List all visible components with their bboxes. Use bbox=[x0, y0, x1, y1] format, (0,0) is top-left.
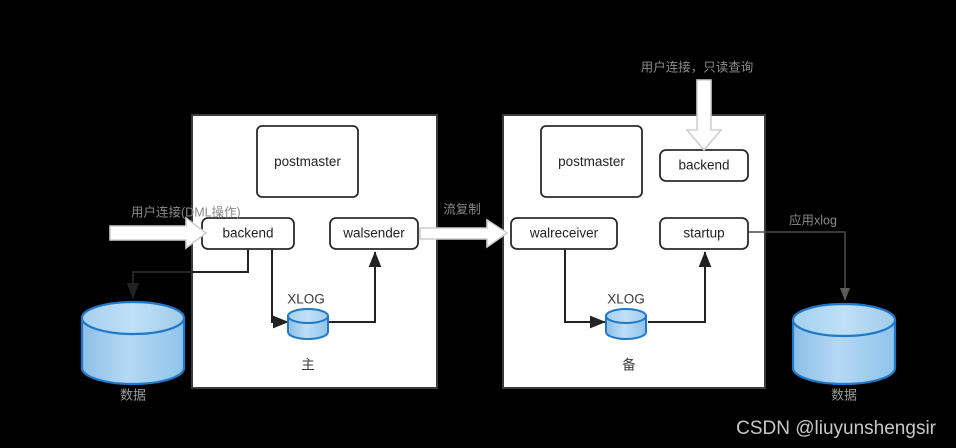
cylinder-data-primary bbox=[80, 300, 186, 386]
edge-backend-to-data bbox=[126, 248, 249, 299]
label-replication: 流复制 bbox=[443, 202, 481, 216]
label-apply-xlog: 应用xlog bbox=[789, 212, 837, 227]
edge-xlog-to-startup bbox=[648, 251, 712, 323]
node-backend-primary[interactable]: backend bbox=[201, 217, 295, 250]
edge-backend-to-xlog bbox=[271, 248, 289, 329]
label-user-dml: 用户连接(DML操作) bbox=[131, 204, 241, 219]
standby-panel-caption: 备 bbox=[622, 357, 636, 373]
svg-text:backend: backend bbox=[222, 226, 273, 241]
svg-text:startup: startup bbox=[683, 226, 724, 241]
xlog-label-standby: XLOG bbox=[607, 292, 645, 307]
svg-text:postmaster: postmaster bbox=[558, 154, 625, 169]
node-walreceiver[interactable]: walreceiver bbox=[510, 217, 618, 250]
edge-startup-to-data bbox=[748, 231, 851, 301]
svg-text:backend: backend bbox=[678, 158, 729, 173]
watermark: CSDN @liuyunshengsir bbox=[736, 418, 937, 439]
block-arrow-replication bbox=[419, 218, 509, 249]
svg-text:walreceiver: walreceiver bbox=[529, 226, 599, 241]
label-user-readonly: 用户连接，只读查询 bbox=[641, 59, 754, 74]
svg-text:walsender: walsender bbox=[342, 226, 405, 241]
edge-walreceiver-to-xlog bbox=[564, 248, 606, 329]
block-arrow-user-dml bbox=[109, 216, 208, 250]
node-postmaster-primary[interactable]: postmaster bbox=[256, 125, 359, 198]
block-arrow-user-readonly bbox=[685, 79, 723, 152]
node-postmaster-standby[interactable]: postmaster bbox=[540, 125, 643, 198]
node-startup[interactable]: startup bbox=[659, 217, 749, 250]
primary-panel-caption: 主 bbox=[301, 358, 315, 373]
edge-xlog-to-walsender bbox=[328, 251, 382, 323]
data-label-primary: 数据 bbox=[120, 387, 146, 402]
xlog-label-primary: XLOG bbox=[287, 292, 325, 307]
cylinder-xlog-standby bbox=[605, 308, 647, 340]
node-walsender[interactable]: walsender bbox=[329, 217, 419, 250]
svg-text:postmaster: postmaster bbox=[274, 154, 341, 169]
data-label-standby: 数据 bbox=[831, 387, 857, 402]
cylinder-data-standby bbox=[791, 302, 897, 386]
cylinder-xlog-primary bbox=[287, 308, 329, 340]
node-backend-standby[interactable]: backend bbox=[659, 149, 749, 182]
